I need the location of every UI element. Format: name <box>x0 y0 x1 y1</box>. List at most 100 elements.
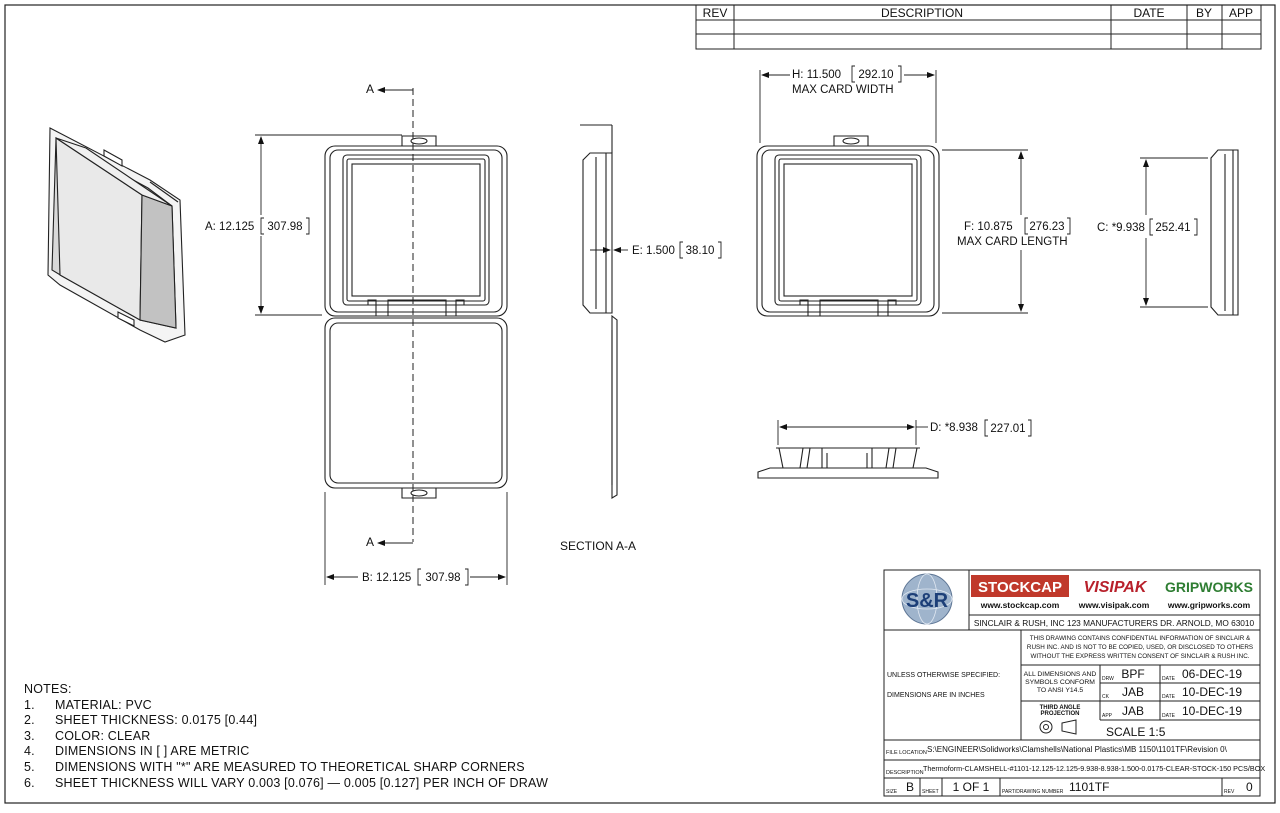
ansi-line-1: ALL DIMENSIONS AND <box>1024 671 1097 678</box>
section-view <box>580 124 618 499</box>
sheet-label: SHEET <box>922 789 939 795</box>
sr-logo: S&R <box>901 573 953 625</box>
by-header: BY <box>1196 6 1212 20</box>
dimension-b <box>324 492 508 585</box>
note-item: 1. MATERIAL: PVC <box>24 698 548 714</box>
rev-header: REV <box>703 6 728 20</box>
dim-f-caption: MAX CARD LENGTH <box>957 236 1068 248</box>
dimension-c <box>1140 157 1208 308</box>
note-item: 2. SHEET THICKNESS: 0.0175 [0.44] <box>24 713 548 729</box>
description-header: DESCRIPTION <box>881 6 963 20</box>
third-angle-projection-icon <box>1039 719 1077 735</box>
company-line: SINCLAIR & RUSH, INC 123 MANUFACTURERS D… <box>974 618 1255 628</box>
note-text: SHEET THICKNESS: 0.0175 [0.44] <box>55 713 258 728</box>
dim-h-metric: 292.10 <box>851 65 902 83</box>
svg-text:292.10: 292.10 <box>858 69 893 81</box>
visipak-url: www.visipak.com <box>1078 600 1150 610</box>
file-location: S:\ENGINEER\Solidworks\Clamshells\Nation… <box>927 745 1228 754</box>
svg-text:307.98: 307.98 <box>267 221 302 233</box>
note-text: DIMENSIONS IN [ ] ARE METRIC <box>55 744 250 759</box>
note-text: COLOR: CLEAR <box>55 728 151 743</box>
note-number: 3. <box>24 728 35 743</box>
note-text: SHEET THICKNESS WILL VARY 0.003 [0.076] … <box>55 775 549 790</box>
scale: SCALE 1:5 <box>1106 725 1166 739</box>
dim-a-label: A: 12.125 <box>205 221 254 233</box>
date-label-2: DATE <box>1162 694 1176 700</box>
ansi-line-3: TO ANSI Y14.5 <box>1037 687 1083 694</box>
description: Thermoform-CLAMSHELL-#1101-12.125-12.125… <box>923 764 1265 773</box>
notes-title: NOTES: <box>24 682 72 696</box>
note-number: 5. <box>24 759 35 774</box>
app-date: 10-DEC-19 <box>1182 704 1242 718</box>
dim-c-label: C: *9.938 <box>1097 222 1145 234</box>
dim-h-label: H: 11.500 <box>792 69 841 81</box>
dim-d-metric: 227.01 <box>984 419 1032 437</box>
confidential-line-1: THIS DRAWING CONTAINS CONFIDENTIAL INFOR… <box>1030 635 1251 642</box>
confidential-line-2: RUSH INC. AND IS NOT TO BE COPIED, USED,… <box>1027 644 1253 651</box>
dim-h-caption: MAX CARD WIDTH <box>792 84 894 96</box>
confidential-line-3: WITHOUT THE EXPRESS WRITTEN CONSENT OF S… <box>1030 653 1249 660</box>
size-label: SIZE <box>886 789 898 795</box>
dim-d-label: D: *8.938 <box>930 422 978 434</box>
bottom-view <box>757 447 939 479</box>
sheet-border <box>4 4 1276 804</box>
svg-text:307.98: 307.98 <box>425 572 460 584</box>
part-number: 1101TF <box>1069 780 1109 794</box>
note-item: 4. DIMENSIONS IN [ ] ARE METRIC <box>24 744 548 760</box>
svg-text:227.01: 227.01 <box>990 423 1025 435</box>
title-block <box>883 569 1261 797</box>
note-item: 6. SHEET THICKNESS WILL VARY 0.003 [0.076… <box>24 776 548 792</box>
rev-label: REV <box>1224 789 1235 795</box>
size-value: B <box>906 780 914 794</box>
revision-table <box>695 4 1262 50</box>
note-number: 2. <box>24 713 35 728</box>
dim-e-label: E: 1.500 <box>632 245 675 257</box>
dim-f-label: F: 10.875 <box>964 221 1013 233</box>
app-header: APP <box>1229 6 1253 20</box>
note-number: 6. <box>24 775 35 790</box>
dimension-f <box>942 149 1028 314</box>
brand-bar: STOCKCAP www.stockcap.com VISIPAK www.vi… <box>971 575 1253 610</box>
drw-date: 06-DEC-19 <box>1182 667 1242 681</box>
dimension-h <box>759 70 937 143</box>
note-text: MATERIAL: PVC <box>55 697 152 712</box>
sheet-value: 1 OF 1 <box>953 780 990 794</box>
dims-inches-text: DIMENSIONS ARE IN INCHES <box>887 692 985 699</box>
app-initials: JAB <box>1122 704 1144 718</box>
dimension-d <box>777 420 928 445</box>
ansi-line-2: SYMBOLS CONFORM <box>1025 679 1095 686</box>
dim-f-metric: 276.23 <box>1024 217 1071 235</box>
projection-line-1: THIRD ANGLE <box>1040 705 1081 711</box>
ck-date: 10-DEC-19 <box>1182 685 1242 699</box>
dim-e-metric: 38.10 <box>679 241 722 259</box>
section-marker-bottom: A <box>366 535 374 549</box>
dim-b-metric: 307.98 <box>417 568 469 586</box>
isometric-view <box>47 127 186 343</box>
dimension-a <box>255 134 402 316</box>
file-location-label: FILE LOCATION <box>886 750 927 756</box>
drw-initials: BPF <box>1121 667 1144 681</box>
notes-block: NOTES: 1. MATERIAL: PVC 2. SHEET THICKNESS… <box>24 682 548 791</box>
front-view <box>324 135 508 499</box>
projection-line-2: PROJECTION <box>1040 711 1079 717</box>
section-marker-top: A <box>366 82 374 96</box>
note-item: 3. COLOR: CLEAR <box>24 729 548 745</box>
part-label: PART/DRAWING NUMBER <box>1002 789 1064 795</box>
gripworks-url: www.gripworks.com <box>1167 600 1251 610</box>
note-number: 1. <box>24 697 35 712</box>
date-label-1: DATE <box>1162 676 1176 682</box>
card-view <box>756 135 940 317</box>
dim-b-label: B: 12.125 <box>362 572 411 584</box>
note-number: 4. <box>24 744 35 759</box>
date-label-3: DATE <box>1162 713 1176 719</box>
rev-value: 0 <box>1246 780 1253 794</box>
svg-text:252.41: 252.41 <box>1155 222 1190 234</box>
date-header: DATE <box>1133 6 1164 20</box>
dim-a-metric: 307.98 <box>260 217 310 235</box>
app-label: APP <box>1102 713 1113 719</box>
svg-text:38.10: 38.10 <box>686 245 715 257</box>
gripworks-logo: GRIPWORKS <box>1165 579 1253 595</box>
svg-text:276.23: 276.23 <box>1029 221 1064 233</box>
